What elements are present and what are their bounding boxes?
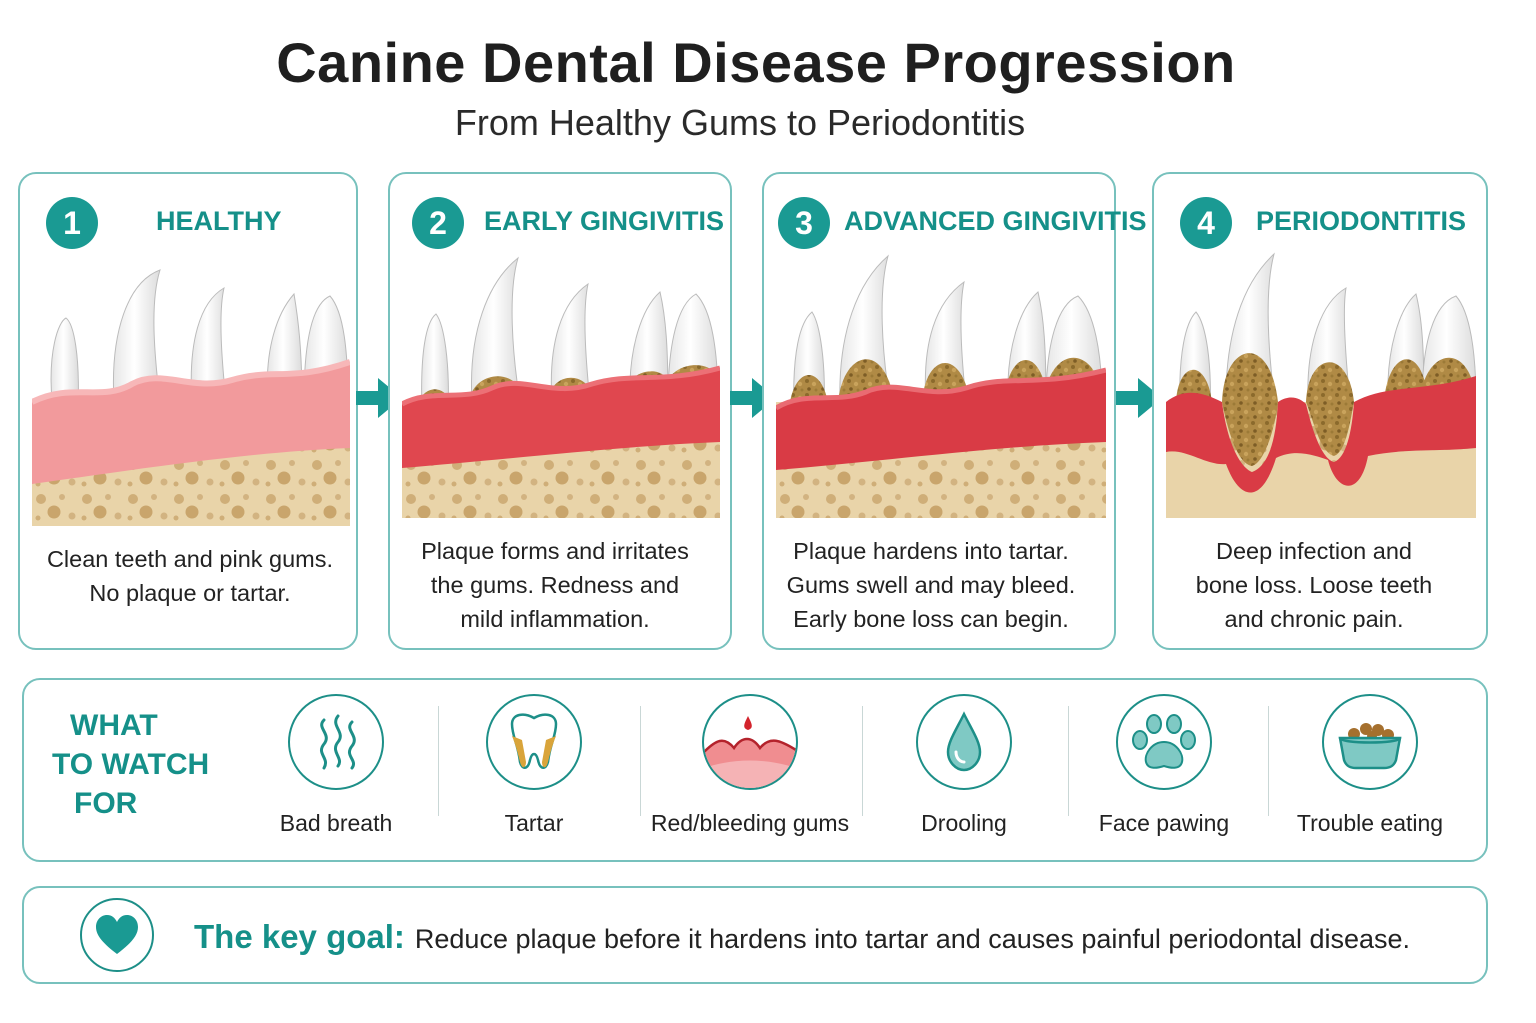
- stage-number-badge: 1: [46, 197, 98, 249]
- stage-description: Clean teeth and pink gums. No plaque or …: [20, 542, 360, 610]
- symptom-tartar: Tartar: [434, 694, 634, 837]
- divider: [640, 706, 641, 816]
- stage-description: Plaque hardens into tartar. Gums swell a…: [764, 534, 1098, 636]
- page-title: Canine Dental Disease Progression: [276, 31, 1236, 94]
- page-subtitle: From Healthy Gums to Periodontitis: [454, 102, 1026, 143]
- stage-number-badge: 2: [412, 197, 464, 249]
- stage-description-line: the gums. Redness and: [430, 572, 680, 598]
- advanced-gingivitis-illustration: [776, 254, 1106, 518]
- paw-icon: [1116, 694, 1212, 790]
- divider: [862, 706, 863, 816]
- watch-title-line: WHAT: [70, 709, 158, 742]
- food-bowl-icon: [1322, 694, 1418, 790]
- symptom-drooling: Drooling: [864, 694, 1064, 837]
- stage-description-line: No plaque or tartar.: [89, 580, 291, 606]
- what-to-watch-panel: WHAT TO WATCH FOR Bad breath Tartar: [22, 678, 1488, 862]
- stage-description-line: bone loss. Loose teeth: [1195, 572, 1433, 598]
- stage-card-periodontitis: 4 PERIODONTITIS Deep infection and bone …: [1152, 172, 1488, 650]
- watch-title-line: FOR: [74, 787, 138, 820]
- divider: [1068, 706, 1069, 816]
- droplet-icon: [916, 694, 1012, 790]
- early-gingivitis-illustration: [402, 256, 720, 518]
- divider: [438, 706, 439, 816]
- goal-label: The key goal:: [194, 918, 405, 955]
- stage-number-badge: 4: [1180, 197, 1232, 249]
- stage-title: EARLY GINGIVITIS: [484, 206, 725, 236]
- breath-waves-icon: [288, 694, 384, 790]
- stage-description-line: Deep infection and: [1216, 538, 1412, 564]
- symptom-label: Drooling: [921, 810, 1007, 836]
- periodontitis-illustration: [1166, 252, 1476, 518]
- arrow-right-icon: [1116, 378, 1162, 418]
- bleeding-gum-icon: [702, 694, 798, 790]
- stage-title: ADVANCED GINGIVITIS: [844, 206, 1147, 236]
- stage-description-line: Gums swell and may bleed.: [786, 572, 1076, 598]
- goal-text: The key goal: Reduce plaque before it har…: [194, 918, 1410, 956]
- stage-card-early-gingivitis: 2 EARLY GINGIVITIS Plaque forms and irri…: [388, 172, 732, 650]
- stage-description-line: Early bone loss can begin.: [793, 606, 1069, 632]
- stage-description-line: mild inflammation.: [460, 606, 650, 632]
- symptom-label: Trouble eating: [1296, 810, 1444, 836]
- stage-description-line: and chronic pain.: [1224, 606, 1404, 632]
- symptom-label: Tartar: [504, 810, 564, 836]
- symptom-trouble-eating: Trouble eating: [1270, 694, 1470, 837]
- tooth-tartar-icon: [486, 694, 582, 790]
- stage-card-healthy: 1 HEALTHY Clean teeth and pink gums. No …: [18, 172, 358, 650]
- symptom-label: Red/bleeding gums: [650, 810, 850, 836]
- stage-card-advanced-gingivitis: 3 ADVANCED GINGIVITIS Plaque hardens int…: [762, 172, 1147, 650]
- stage-title: HEALTHY: [156, 206, 282, 236]
- symptom-label: Face pawing: [1098, 810, 1230, 836]
- watch-title: WHAT TO WATCH FOR: [52, 706, 209, 823]
- symptom-label: Bad breath: [279, 810, 393, 836]
- stage-description: Plaque forms and irritates the gums. Red…: [390, 534, 720, 636]
- healthy-teeth-illustration: [32, 269, 350, 526]
- stage-description-line: Plaque forms and irritates: [421, 538, 689, 564]
- heart-icon: [80, 898, 154, 972]
- stage-title: PERIODONTITIS: [1256, 206, 1467, 236]
- stage-description-line: Plaque hardens into tartar.: [793, 538, 1069, 564]
- stage-description-line: Clean teeth and pink gums.: [46, 546, 334, 572]
- stage-description: Deep infection and bone loss. Loose teet…: [1154, 534, 1474, 636]
- symptom-face-pawing: Face pawing: [1064, 694, 1264, 837]
- stage-number-badge: 3: [778, 197, 830, 249]
- symptom-bad-breath: Bad breath: [236, 694, 436, 837]
- divider: [1268, 706, 1269, 816]
- key-goal-banner: The key goal: Reduce plaque before it har…: [22, 886, 1488, 984]
- watch-title-line: TO WATCH: [52, 748, 210, 781]
- symptom-red-bleeding-gums: Red/bleeding gums: [650, 694, 850, 837]
- goal-body: Reduce plaque before it hardens into tar…: [414, 924, 1411, 954]
